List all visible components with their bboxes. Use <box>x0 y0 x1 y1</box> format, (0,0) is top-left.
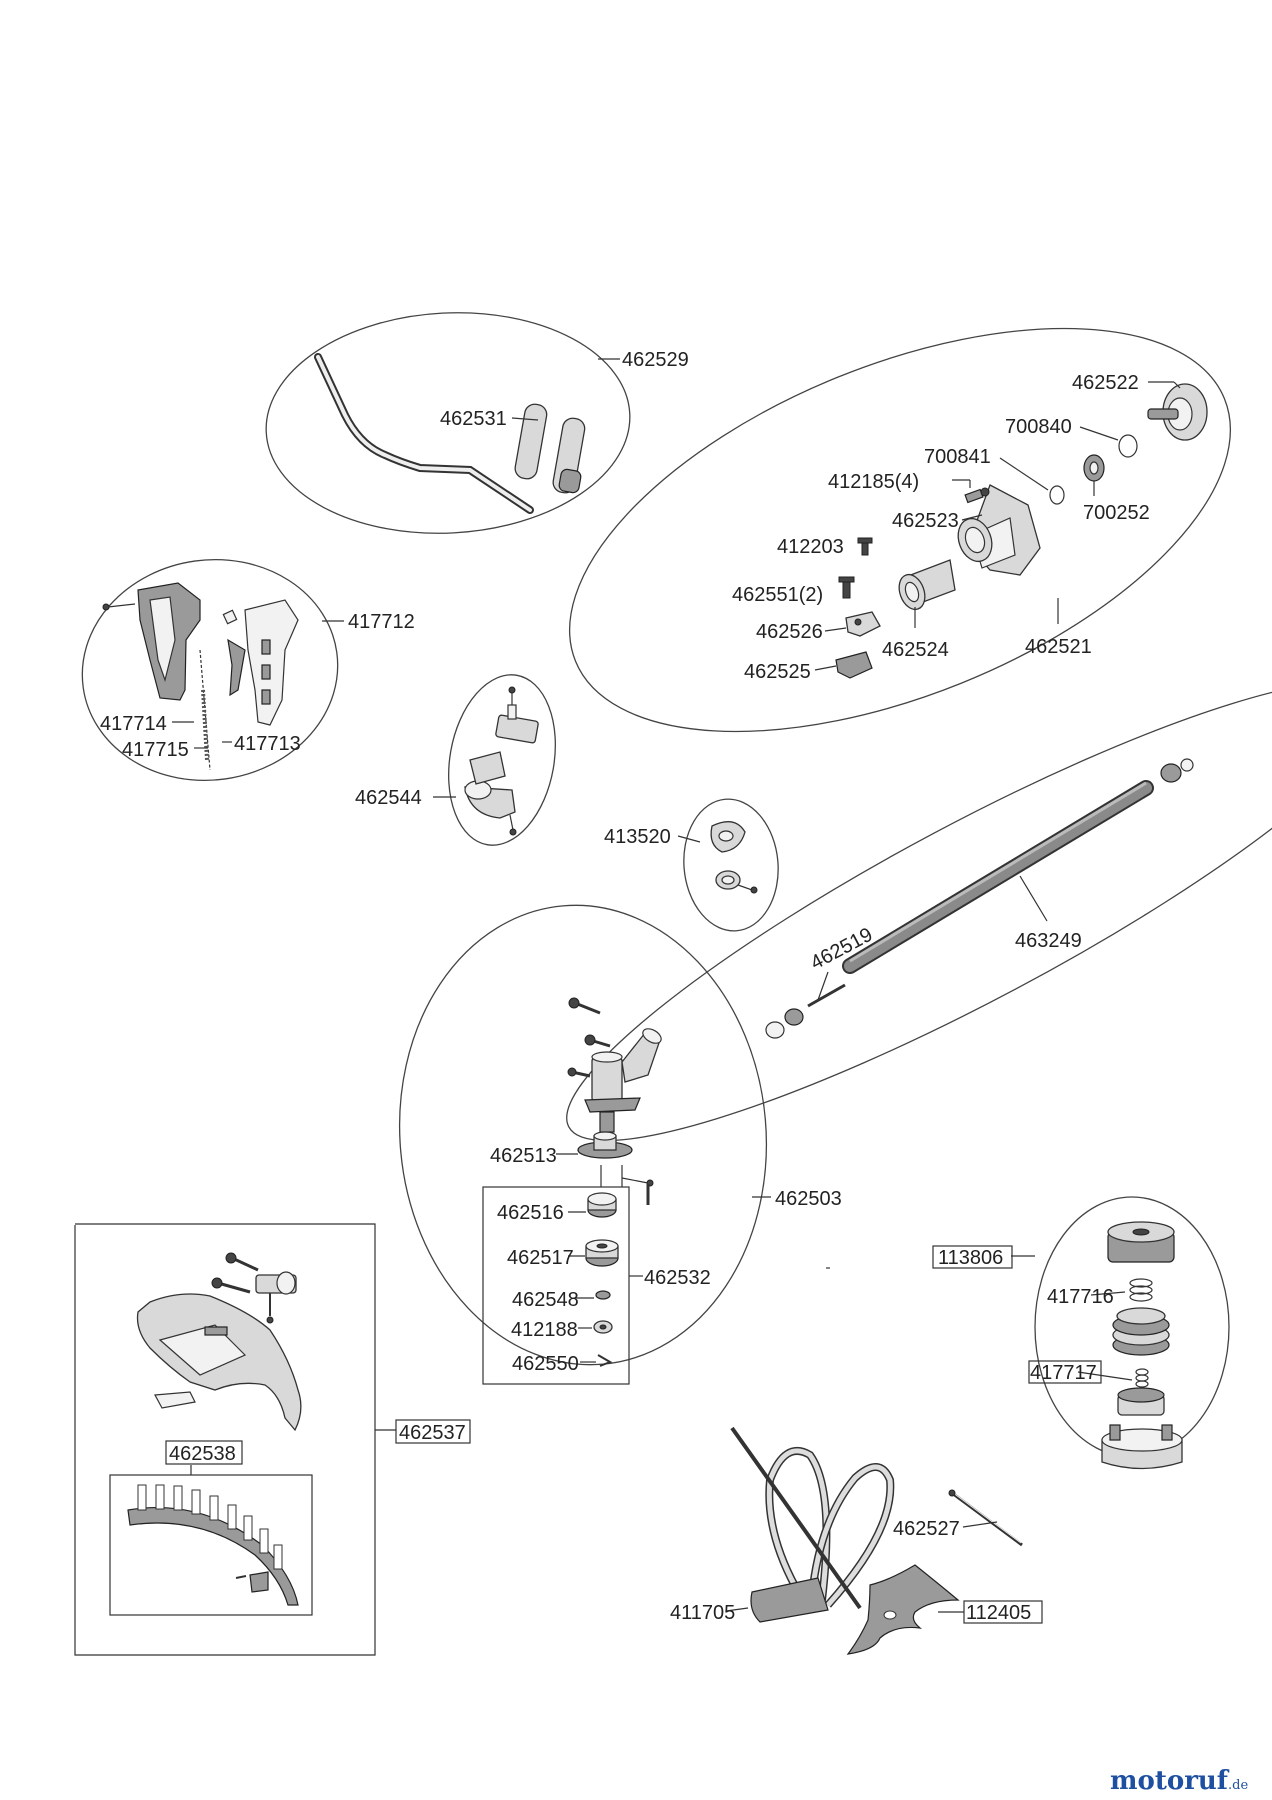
label-462513: 462513 <box>490 1145 557 1167</box>
label-462544: 462544 <box>355 787 422 809</box>
gear-head-group: 462513 462516 462517 462548 <box>398 904 842 1385</box>
bolt-462551 <box>838 576 855 599</box>
spring-small <box>1135 1368 1149 1388</box>
label-462522: 462522 <box>1072 372 1139 394</box>
label-417717: 417717 <box>1030 1362 1097 1384</box>
bump-knob <box>1117 1387 1165 1416</box>
cable-clamp-outline <box>683 798 779 932</box>
label-462529: 462529 <box>622 349 689 371</box>
cover-462525 <box>835 651 873 679</box>
clutch-drum <box>1147 383 1208 441</box>
cable-clamp-group: 413520 <box>604 798 779 932</box>
flange-462513 <box>577 1131 633 1159</box>
clamp-upper <box>495 686 539 744</box>
throttle-handle-left <box>137 582 201 701</box>
blade-112405: 112405 <box>846 1564 1043 1655</box>
label-462517: 462517 <box>507 1247 574 1269</box>
label-462503: 462503 <box>775 1188 842 1210</box>
harness-group: 411705 <box>670 1426 895 1624</box>
watermark-brand: motoruf <box>1110 1766 1228 1796</box>
label-700841: 700841 <box>924 446 991 468</box>
throttle-trigger <box>227 638 246 697</box>
label-412203: 412203 <box>777 536 844 558</box>
shaft-end-fittings <box>765 758 1194 1039</box>
label-417715: 417715 <box>122 739 189 761</box>
label-700840: 700840 <box>1005 416 1072 438</box>
clutch-housing <box>957 484 1041 576</box>
label-462524: 462524 <box>882 639 949 661</box>
label-411705: 411705 <box>670 1602 735 1624</box>
drive-shaft-group: 463249 462519 <box>566 680 1272 1142</box>
label-462523: 462523 <box>892 510 959 532</box>
label-412185: 412185(4) <box>828 471 919 493</box>
throttle-group-outline <box>81 558 339 782</box>
handlebar-group-outline <box>265 312 631 534</box>
sleeve-462524 <box>898 559 956 611</box>
handlebar-group: 462529 462531 <box>265 312 689 534</box>
watermark-logo[interactable]: motoruf.de <box>1110 1766 1248 1796</box>
label-462537: 462537 <box>399 1422 466 1444</box>
cable-clamp-part <box>710 821 758 894</box>
line-cutter-blade <box>127 1484 299 1606</box>
handle-clamp-group: 462544 <box>355 674 556 846</box>
guard-bracket <box>211 1252 297 1324</box>
label-462521: 462521 <box>1025 636 1092 658</box>
parts-subset-462532 <box>482 1186 630 1385</box>
drive-shaft-outline <box>566 680 1272 1142</box>
spool <box>1112 1307 1170 1356</box>
part-462516 <box>587 1192 617 1218</box>
label-112405: 112405 <box>966 1602 1031 1624</box>
gear-head-outline <box>398 904 768 1366</box>
pin-462527: 462527 <box>893 1489 1023 1547</box>
bolt-412185 <box>964 487 990 504</box>
guard-shield <box>136 1293 302 1432</box>
label-462538: 462538 <box>169 1443 236 1465</box>
gear-head-bolts <box>567 997 611 1078</box>
handlebar-grips <box>514 403 586 494</box>
label-417713: 417713 <box>234 733 301 755</box>
subassembly-462538-box <box>109 1474 313 1616</box>
label-462532: 462532 <box>644 1267 711 1289</box>
label-413520: 413520 <box>604 826 671 848</box>
guard-group: 462537 462538 <box>74 1223 471 1656</box>
label-417716: 417716 <box>1047 1286 1114 1308</box>
label-462526: 462526 <box>756 621 823 643</box>
label-463249: 463249 <box>1015 930 1082 952</box>
clamp-462526 <box>845 611 881 637</box>
label-462516: 462516 <box>497 1202 564 1224</box>
part-462548 <box>595 1290 611 1300</box>
trimmer-head-cap <box>1107 1221 1175 1263</box>
label-113806: 113806 <box>938 1247 1003 1269</box>
label-462550: 462550 <box>512 1353 579 1375</box>
label-462548: 462548 <box>512 1289 579 1311</box>
throttle-handle-right <box>244 599 299 726</box>
clamp-lower <box>464 751 517 836</box>
label-417712: 417712 <box>348 611 415 633</box>
label-700252: 700252 <box>1083 502 1150 524</box>
trimmer-head-base <box>1101 1424 1183 1470</box>
clutch-group-outline <box>569 327 1231 733</box>
handle-clamp-outline <box>448 674 556 846</box>
label-462525: 462525 <box>744 661 811 683</box>
harness-straps <box>765 1446 895 1608</box>
gear-head-body <box>584 1028 662 1133</box>
label-412188: 412188 <box>511 1319 578 1341</box>
screw-412203 <box>857 537 873 556</box>
trimmer-head-group: 113806 417716 417717 <box>932 1196 1230 1470</box>
label-462551: 462551(2) <box>732 584 823 606</box>
guard-group-box <box>74 1223 376 1656</box>
part-462550 <box>597 1354 613 1367</box>
clutch-housing-group: 462522 700840 700252 700841 462523 41218… <box>569 327 1231 733</box>
part-412188 <box>593 1320 613 1334</box>
label-462531: 462531 <box>440 408 507 430</box>
shaft-tube <box>842 780 1154 974</box>
part-462517 <box>585 1239 619 1267</box>
label-462527: 462527 <box>893 1518 960 1540</box>
spring-417716 <box>1129 1278 1153 1302</box>
label-417714: 417714 <box>100 713 167 735</box>
watermark-suffix: .de <box>1228 1778 1249 1793</box>
throttle-handle-group: 417712 417714 417715 417713 <box>81 558 415 782</box>
